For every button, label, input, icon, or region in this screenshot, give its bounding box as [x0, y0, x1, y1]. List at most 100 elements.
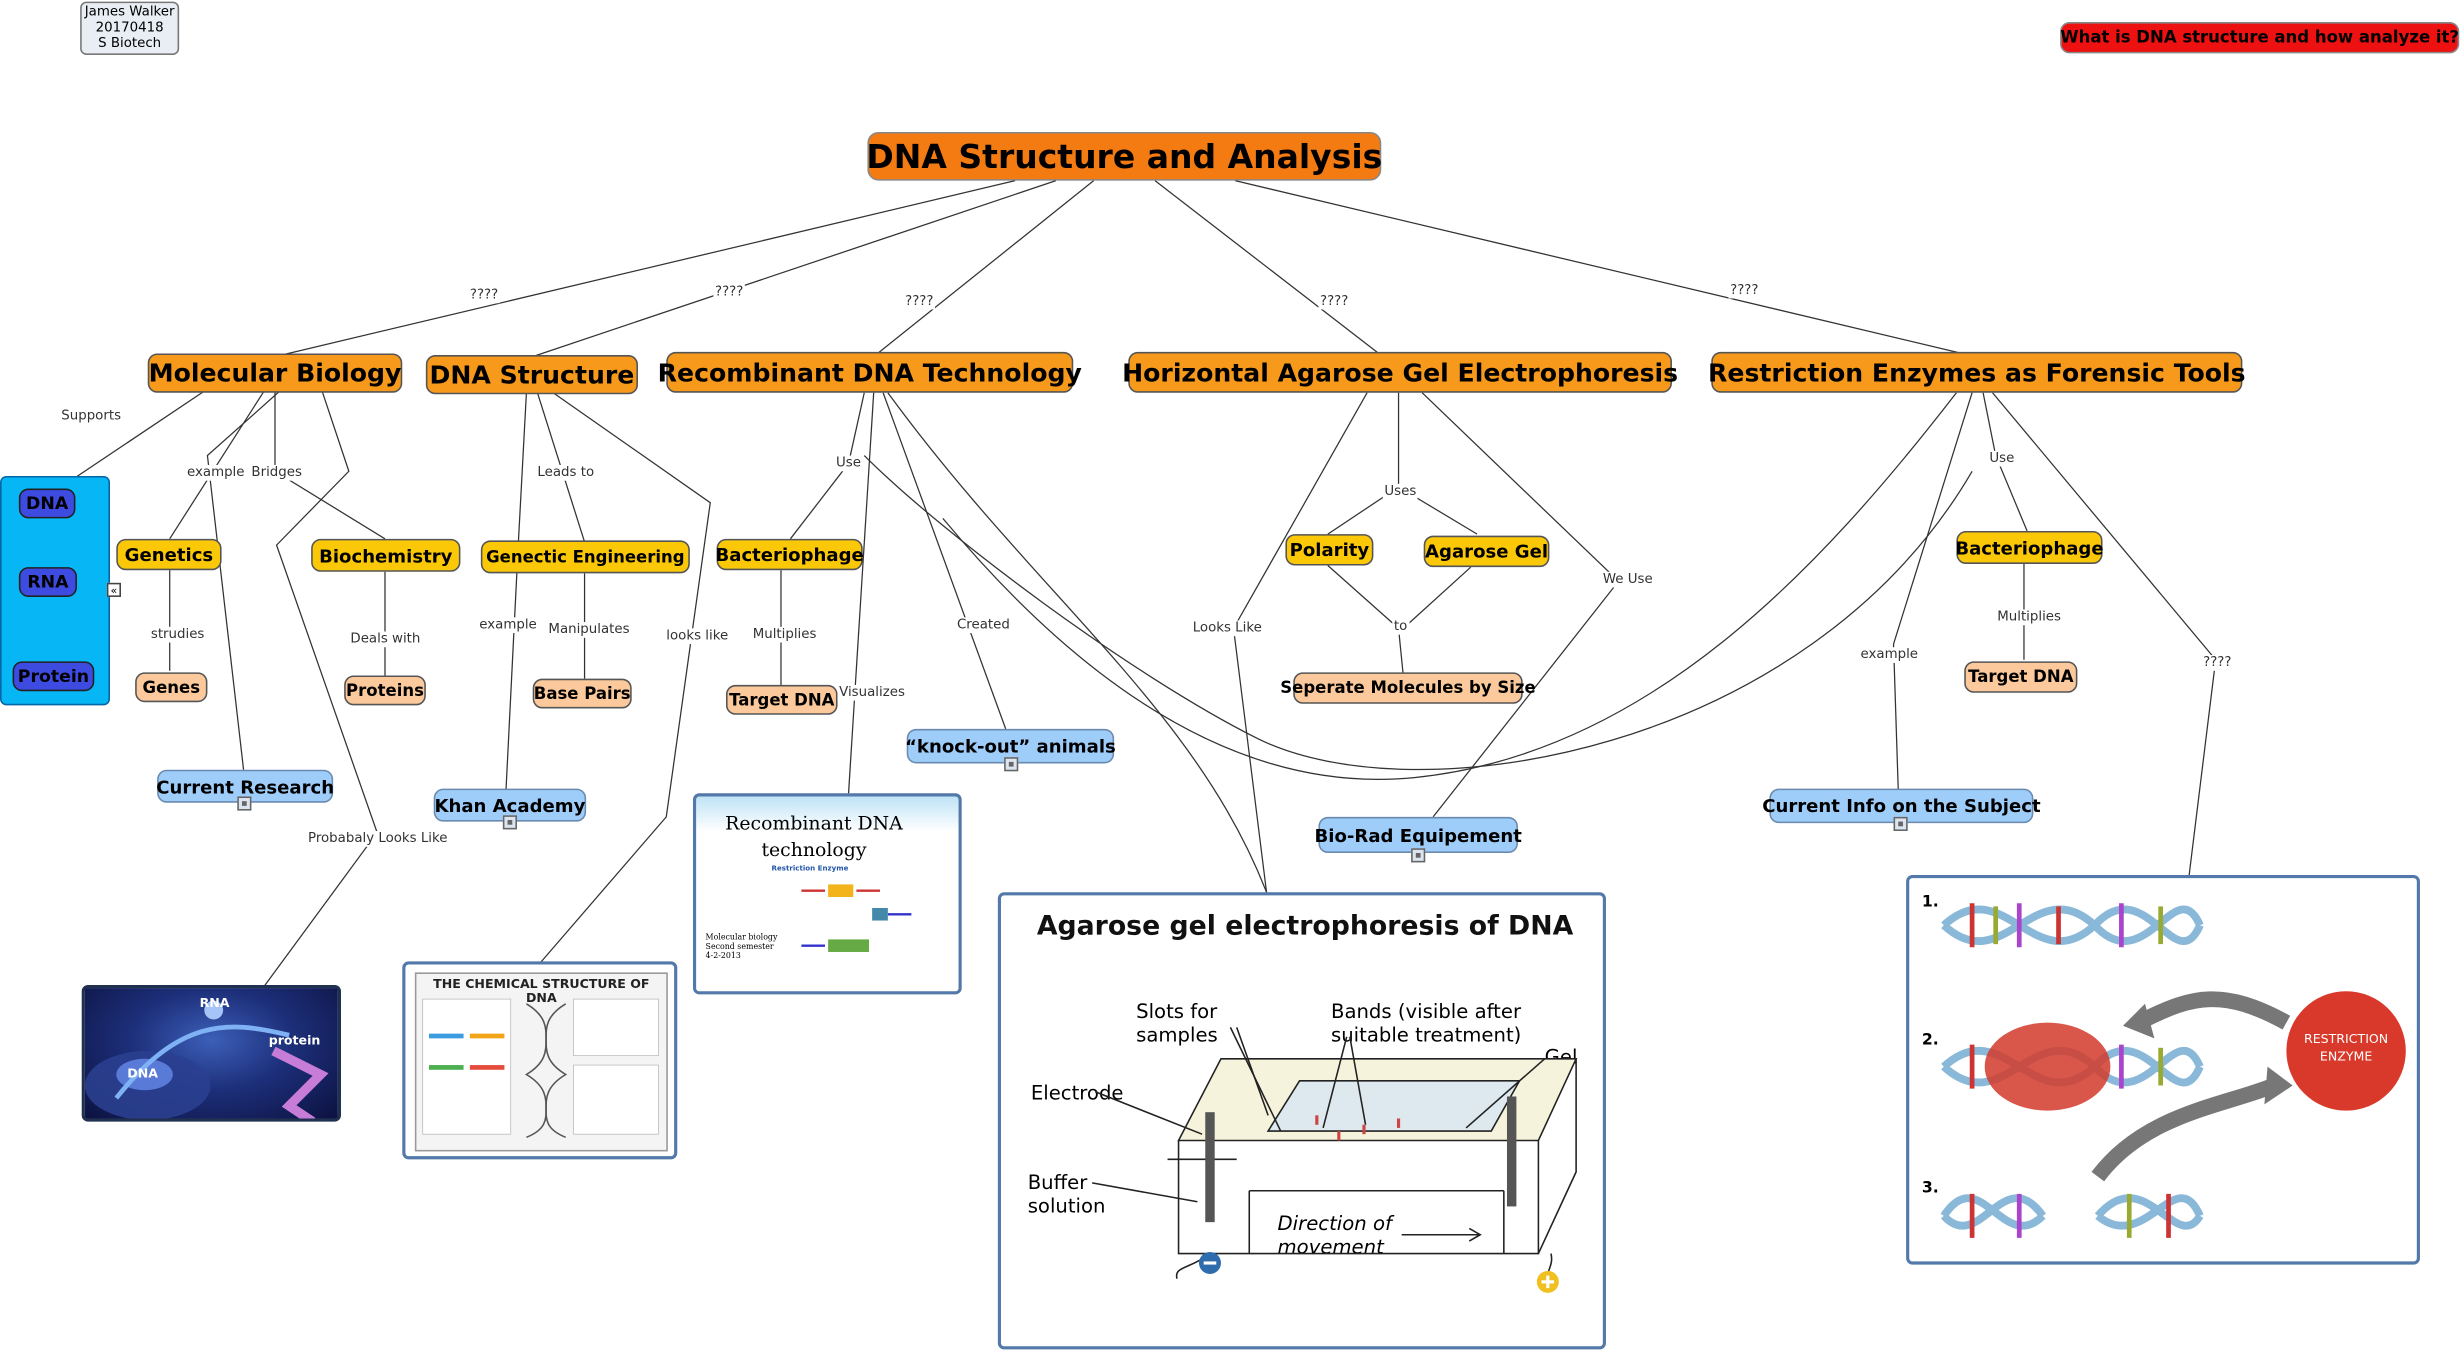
gel-title: Agarose gel electrophoresis of DNA — [1036, 911, 1574, 943]
link-label-example-2: example — [477, 617, 539, 634]
author-box: James Walker 20170418 S Biotech — [80, 1, 180, 55]
node-bacteriophage-label: Bacteriophage — [715, 543, 864, 566]
resource-biorad[interactable]: Bio-Rad Equipement — [1315, 816, 1522, 853]
node-target-dna-label: Target DNA — [729, 690, 835, 710]
gel-label-direction: Direction of movement — [1277, 1211, 1392, 1259]
node-rna-label: RNA — [27, 571, 69, 593]
category-label: Horizontal Agarose Gel Electrophoresis — [1122, 357, 1679, 388]
collapse-arrow-icon[interactable]: « — [106, 582, 121, 597]
resource-label: Current Research — [156, 775, 335, 798]
root-concept[interactable]: DNA Structure and Analysis — [866, 131, 1382, 181]
image-restriction-enzyme[interactable]: 1. 2. 3. RESTRICTION ENZYME — [1906, 874, 2420, 1265]
link-label-to: to — [1392, 618, 1409, 635]
attachment-icon[interactable] — [237, 796, 252, 811]
enzyme-step-1: 1. — [1921, 893, 1939, 912]
node-genetic-engineering[interactable]: Genectic Engineering — [480, 540, 690, 574]
cell-illustration-art — [84, 1000, 329, 1119]
category-recombinant-dna[interactable]: Recombinant DNA Technology — [658, 351, 1082, 393]
gel-label-buffer: Buffer solution — [1027, 1170, 1106, 1218]
link-label-unknown: ???? — [2201, 655, 2234, 671]
attachment-icon[interactable] — [1411, 848, 1426, 863]
link-label-looks-like: Looks Like — [1191, 620, 1264, 637]
node-protein[interactable]: Protein — [12, 661, 95, 692]
node-separate-label: Seperate Molecules by Size — [1280, 678, 1536, 698]
node-target-dna-label: Target DNA — [1968, 667, 2074, 687]
node-dna-label: DNA — [26, 493, 69, 514]
image-cell-illustration[interactable]: RNA DNA protein — [81, 984, 341, 1122]
image-gel-electrophoresis[interactable]: Agarose gel electrophoresis of DNA Slots… — [997, 892, 1606, 1350]
node-genes-label: Genes — [142, 677, 201, 697]
focus-question[interactable]: What is DNA structure and how analyze it… — [2060, 21, 2460, 54]
link-label-looks-like-lower: looks like — [664, 628, 730, 645]
link-label-multiplies: Multiplies — [751, 626, 819, 643]
resource-label: “knock-out” animals — [905, 735, 1116, 758]
author-date: 20170418 — [95, 20, 164, 37]
link-label-root-mb: ???? — [468, 287, 500, 304]
link-label-root-ds: ???? — [713, 284, 745, 301]
link-label-use-2: Use — [1987, 450, 2016, 467]
node-bacteriophage-1[interactable]: Bacteriophage — [715, 538, 864, 571]
node-proteins[interactable]: Proteins — [344, 675, 426, 706]
node-genetics[interactable]: Genetics — [116, 538, 222, 571]
gel-label-slots: Slots for samples — [1136, 999, 1218, 1047]
gel-apparatus — [1091, 1027, 1578, 1293]
category-molecular-biology[interactable]: Molecular Biology — [147, 353, 403, 393]
node-polarity[interactable]: Polarity — [1285, 534, 1374, 566]
node-bacteriophage-label: Bacteriophage — [1955, 536, 2104, 559]
recomb-diagram — [801, 884, 912, 952]
category-label: Restriction Enzymes as Forensic Tools — [1708, 357, 2246, 388]
category-label: Molecular Biology — [148, 358, 402, 389]
node-agarose-gel-label: Agarose Gel — [1425, 540, 1549, 563]
node-biochemistry[interactable]: Biochemistry — [311, 538, 461, 572]
recomb-footer: Molecular biology Second semester 4-2-20… — [705, 933, 778, 962]
resource-label: Khan Academy — [434, 794, 586, 817]
node-target-dna-1[interactable]: Target DNA — [725, 684, 838, 715]
resource-label: Bio-Rad Equipement — [1314, 823, 1522, 846]
link-label-studies: strudies — [149, 626, 206, 643]
enzyme-step-3: 3. — [1921, 1179, 1939, 1198]
link-label-we-use: We Use — [1601, 571, 1655, 588]
enzyme-step-2: 2. — [1921, 1032, 1939, 1050]
node-genetics-label: Genetics — [124, 543, 214, 566]
link-label-root-rdt: ???? — [903, 293, 936, 310]
node-target-dna-2[interactable]: Target DNA — [1964, 661, 2078, 693]
node-proteins-label: Proteins — [346, 680, 424, 700]
node-biochemistry-label: Biochemistry — [319, 544, 453, 567]
node-rna[interactable]: RNA — [18, 567, 77, 597]
link-label-visualizes: Visualizes — [837, 684, 907, 701]
category-label: DNA Structure — [429, 359, 635, 390]
attachment-icon[interactable] — [1004, 757, 1019, 772]
node-base-pairs-label: Base Pairs — [533, 684, 631, 703]
attachment-icon[interactable] — [502, 815, 517, 830]
node-protein-label: Protein — [17, 666, 90, 687]
link-label-multiplies-2: Multiplies — [1995, 609, 2063, 626]
category-agarose-gel[interactable]: Horizontal Agarose Gel Electrophoresis — [1122, 351, 1678, 393]
node-bacteriophage-2[interactable]: Bacteriophage — [1955, 530, 2104, 564]
link-label-use: Use — [834, 455, 863, 472]
author-name: James Walker — [84, 4, 175, 21]
link-label-example-3: example — [1858, 647, 1920, 663]
author-class: S Biotech — [98, 36, 162, 52]
enzyme-diagram — [1940, 903, 2406, 1238]
image-chemical-structure[interactable]: THE CHEMICAL STRUCTURE OF DNA — [402, 961, 678, 1160]
chem-title: THE CHEMICAL STRUCTURE OF DNA — [433, 977, 650, 1006]
node-dna[interactable]: DNA — [18, 488, 76, 519]
link-label-leads-to: Leads to — [535, 464, 596, 481]
link-label-supports: Supports — [59, 408, 123, 425]
node-agarose-gel[interactable]: Agarose Gel — [1423, 535, 1550, 568]
link-label-uses: Uses — [1382, 483, 1418, 500]
node-genes[interactable]: Genes — [135, 672, 208, 703]
link-label-manipulates: Manipulates — [546, 622, 632, 638]
node-base-pairs[interactable]: Base Pairs — [532, 678, 632, 709]
recomb-subtitle: Restriction Enzyme — [771, 865, 849, 874]
image-recombinant-slide[interactable]: Recombinant DNA technology Restriction E… — [692, 793, 962, 995]
gel-label-electrode: Electrode — [1030, 1080, 1124, 1105]
attachment-icon[interactable] — [1893, 816, 1908, 832]
chem-poster: THE CHEMICAL STRUCTURE OF DNA — [414, 972, 668, 1152]
focus-question-text: What is DNA structure and how analyze it… — [2060, 28, 2459, 48]
category-dna-structure[interactable]: DNA Structure — [425, 355, 638, 395]
cell-label-dna: DNA — [127, 1066, 158, 1081]
category-restriction-enzymes[interactable]: Restriction Enzymes as Forensic Tools — [1708, 351, 2246, 393]
node-separate-molecules[interactable]: Seperate Molecules by Size — [1280, 672, 1536, 704]
node-genetic-engineering-label: Genectic Engineering — [486, 547, 685, 567]
